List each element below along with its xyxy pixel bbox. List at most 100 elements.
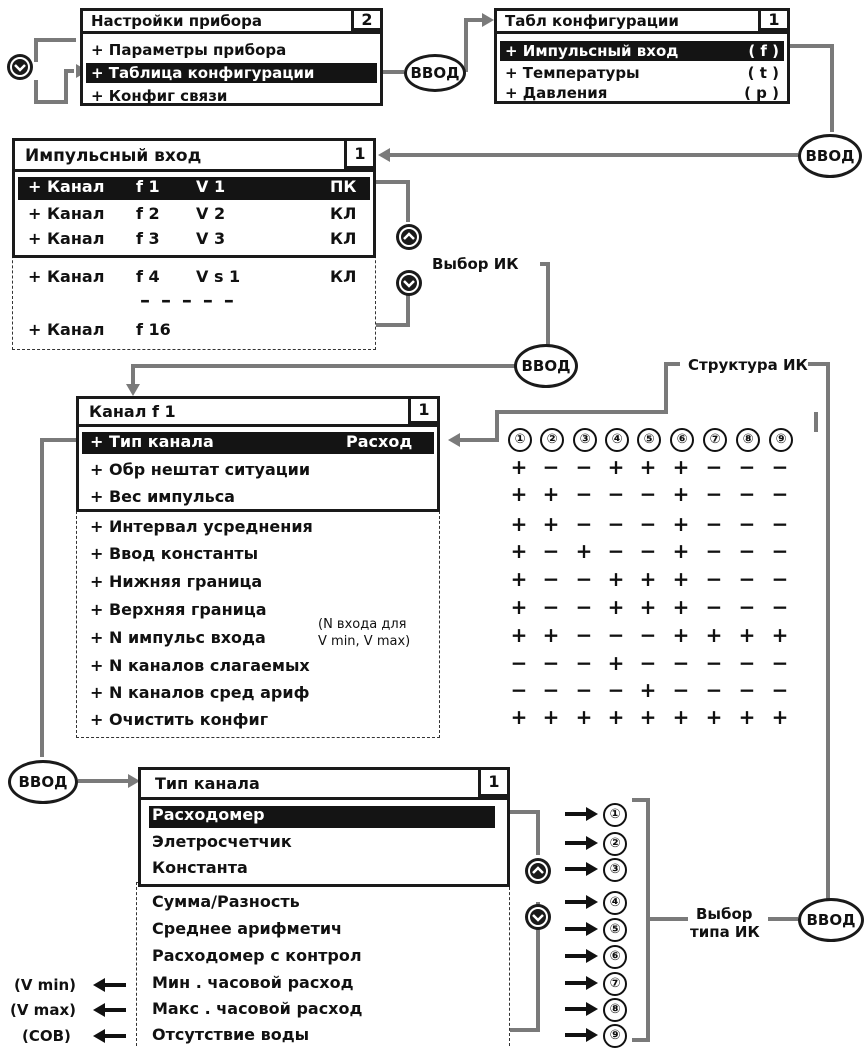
channel-row-2-mode: КЛ (330, 204, 357, 223)
type-number: ⑥ (603, 945, 627, 969)
type-no-water[interactable]: Отсутствие воды (152, 1025, 310, 1044)
structure-cell: − (639, 651, 657, 675)
structure-cell: − (738, 678, 756, 702)
structure-cell: + (542, 482, 560, 506)
menu-item-device-params[interactable]: + Параметры прибора (91, 41, 287, 59)
type-max-hourly-flow[interactable]: Макс . часовой расход (152, 999, 363, 1018)
type-constant[interactable]: Константа (152, 858, 248, 877)
channel-row-2-label[interactable]: + Канал (28, 204, 105, 223)
pulse-input-code: ( f ) (748, 42, 779, 60)
structure-cell: + (639, 595, 657, 619)
structure-cell: − (705, 512, 723, 536)
clear-config-item[interactable]: + Очистить конфиг (90, 710, 269, 729)
structure-cell: − (738, 455, 756, 479)
menu-item-highlight (500, 41, 784, 61)
type-electricity-meter[interactable]: Элетросчетчик (152, 832, 292, 851)
structure-cell: − (575, 678, 593, 702)
structure-ik-label: Структура ИК (688, 356, 808, 374)
pulse-weight-item[interactable]: + Вес импульса (90, 487, 235, 506)
channel-row-16-label[interactable]: + Канал (28, 320, 105, 339)
type-number: ③ (603, 858, 627, 882)
row-highlight (82, 432, 434, 454)
summed-channels-item[interactable]: + N каналов слагаемых (90, 656, 310, 675)
enter-constant-item[interactable]: + Ввод константы (90, 544, 259, 563)
channel-row-1-f: f 1 (136, 177, 160, 196)
temperatures-code: ( t ) (747, 64, 779, 82)
structure-cell: + (607, 705, 625, 729)
config-table-title: Табл конфигурации (505, 12, 679, 30)
structure-column-number: ⑧ (736, 428, 760, 452)
structure-cell: + (705, 705, 723, 729)
type-min-hourly-flow[interactable]: Мин . часовой расход (152, 973, 354, 992)
structure-cell: − (575, 595, 593, 619)
upper-limit-item[interactable]: + Верхняя граница (90, 600, 267, 619)
menu-item-pressures[interactable]: + Давления (505, 84, 608, 102)
structure-cell: + (542, 512, 560, 536)
channel-row-3-mode: КЛ (330, 229, 357, 248)
averaged-channels-item[interactable]: + N каналов сред ариф (90, 683, 310, 702)
structure-cell: − (672, 651, 690, 675)
structure-cell: − (705, 567, 723, 591)
type-number: ④ (603, 891, 627, 915)
scroll-down-icon[interactable] (7, 54, 33, 80)
channel-row-3-label[interactable]: + Канал (28, 229, 105, 248)
structure-cell: − (705, 539, 723, 563)
structure-cell: + (510, 623, 528, 647)
menu-item-pulse-input[interactable]: + Импульсный вход (505, 42, 679, 60)
channel-row-3-v: V 3 (196, 229, 226, 248)
device-settings-page: 2 (351, 11, 380, 31)
structure-cell: + (510, 482, 528, 506)
abnormal-situation-item[interactable]: + Обр нештат ситуации (90, 460, 311, 479)
scroll-down-icon[interactable] (396, 270, 422, 296)
device-settings-panel: Настройки прибора 2 + Параметры прибора … (80, 8, 383, 106)
type-sum-difference[interactable]: Сумма/Разность (152, 892, 300, 911)
channel-type-item[interactable]: + Тип канала (90, 432, 214, 451)
n-pulse-input-item[interactable]: + N импульс входа (90, 628, 266, 647)
structure-cell: − (575, 623, 593, 647)
enter-button-5[interactable]: ВВОД (798, 898, 864, 942)
structure-cell: − (705, 595, 723, 619)
structure-cell: − (542, 678, 560, 702)
channel-row-4-v: V s 1 (196, 267, 241, 286)
structure-cell: + (672, 482, 690, 506)
structure-cell: − (575, 482, 593, 506)
structure-cell: − (639, 623, 657, 647)
structure-cell: − (542, 651, 560, 675)
channel-row-2-v: V 2 (196, 204, 226, 223)
structure-cell: + (510, 455, 528, 479)
scroll-up-icon[interactable] (525, 858, 551, 884)
structure-cell: − (639, 512, 657, 536)
structure-cell: + (510, 567, 528, 591)
averaging-interval-item[interactable]: + Интервал усреднения (90, 517, 313, 536)
enter-button-1[interactable]: ВВОД (404, 54, 466, 92)
type-arithmetic-mean[interactable]: Среднее арифметич (152, 919, 343, 938)
structure-cell: + (672, 512, 690, 536)
structure-cell: − (738, 595, 756, 619)
structure-cell: − (607, 482, 625, 506)
structure-cell: − (771, 595, 789, 619)
type-flowmeter-control[interactable]: Расходомер с контрол (152, 946, 362, 965)
structure-cell: + (771, 705, 789, 729)
channel-row-1-label[interactable]: + Канал (28, 177, 105, 196)
structure-cell: + (575, 705, 593, 729)
structure-cell: + (639, 567, 657, 591)
row-highlight (149, 806, 495, 828)
structure-cell: + (639, 705, 657, 729)
lower-limit-item[interactable]: + Нижняя граница (90, 572, 263, 591)
enter-button-2[interactable]: ВВОД (798, 134, 862, 178)
structure-cell: − (771, 567, 789, 591)
scroll-down-icon[interactable] (525, 904, 551, 930)
note-cob: (СОВ) (22, 1027, 71, 1045)
scroll-up-icon[interactable] (396, 224, 422, 250)
enter-button-4[interactable]: ВВОД (8, 760, 78, 804)
channel-f1-panel: Канал f 1 1 (76, 396, 440, 512)
enter-button-3[interactable]: ВВОД (514, 344, 578, 388)
structure-cell: − (705, 482, 723, 506)
menu-item-config-table[interactable]: + Таблица конфигурации (91, 64, 315, 82)
select-type-label-2: типа ИК (690, 923, 760, 941)
menu-item-temperatures[interactable]: + Температуры (505, 64, 640, 82)
channel-row-4-label[interactable]: + Канал (28, 267, 105, 286)
menu-item-link-config[interactable]: + Конфиг связи (91, 87, 228, 105)
type-flowmeter[interactable]: Расходомер (152, 805, 265, 824)
structure-cell: − (510, 678, 528, 702)
